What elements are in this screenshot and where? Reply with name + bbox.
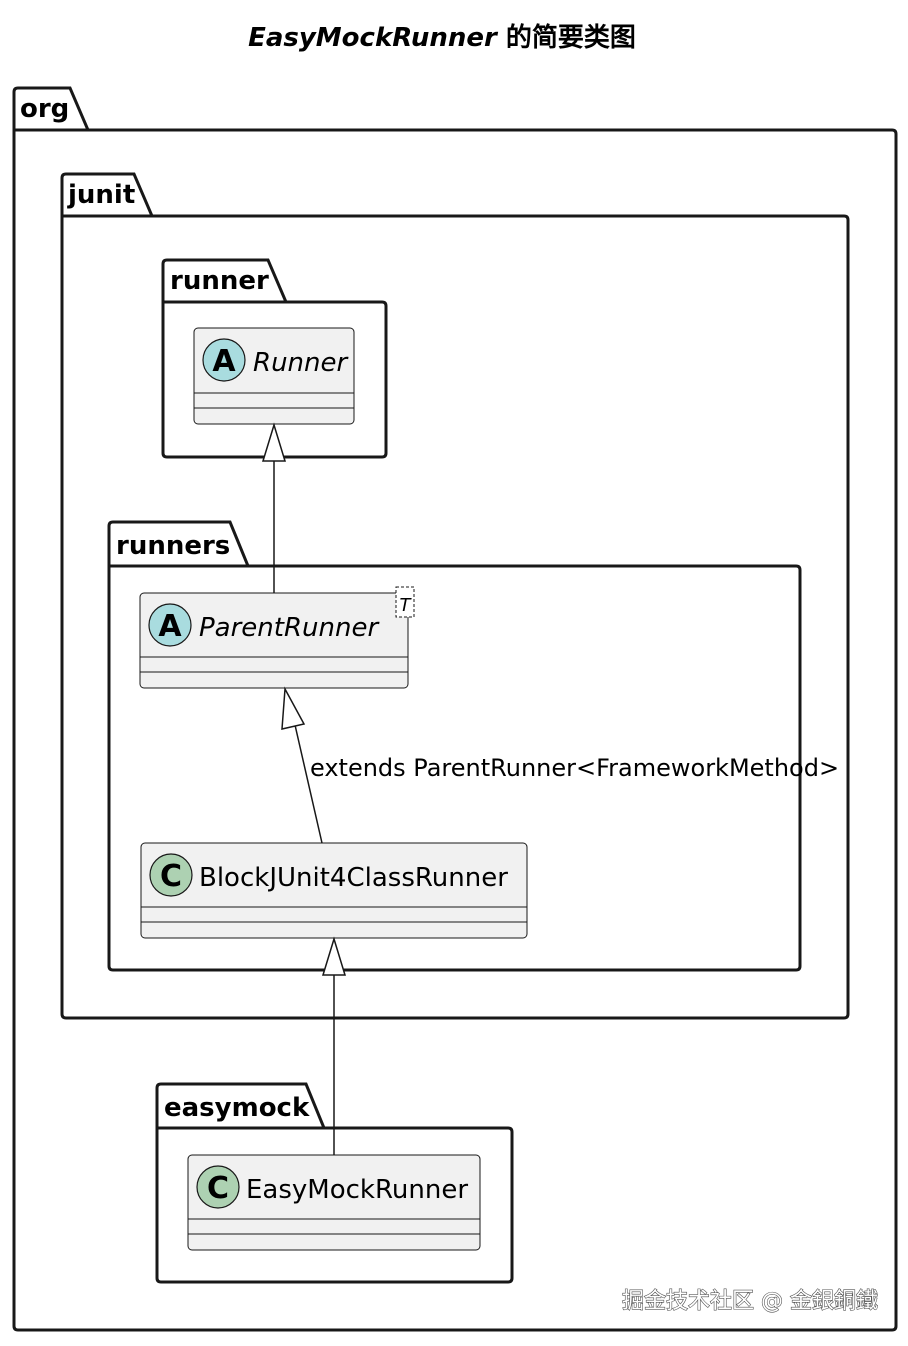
package-runner-label: runner xyxy=(170,266,269,296)
class-easymock-runner[interactable]: C EasyMockRunner xyxy=(187,1154,481,1251)
package-easymock-label: easymock xyxy=(164,1093,310,1123)
abstract-class-icon xyxy=(202,338,246,382)
relation-label-extends: extends ParentRunner<FrameworkMethod> xyxy=(310,754,839,782)
inheritance-arrowhead xyxy=(261,422,287,462)
inheritance-block-runner-to-parent-runner: extends ParentRunner<FrameworkMethod> xyxy=(281,686,839,844)
generic-param-box xyxy=(395,586,415,618)
package-runners-label: runners xyxy=(116,531,230,561)
class-icon xyxy=(149,853,193,897)
class-parent-runner-generic: T xyxy=(400,595,413,616)
class-block-runner-name: BlockJUnit4ClassRunner xyxy=(199,863,508,893)
inheritance-arrowhead xyxy=(281,686,306,730)
diagram-title: EasyMockRunner 的简要类图 xyxy=(248,22,636,53)
inheritance-parent-runner-to-runner xyxy=(261,422,287,593)
class-parent-runner-name: ParentRunner xyxy=(199,613,380,643)
package-org-label: org xyxy=(20,94,69,124)
class-easymock-runner-name: EasyMockRunner xyxy=(246,1175,468,1205)
class-block-runner-stereotype: C xyxy=(160,859,182,894)
inheritance-easymock-runner-to-block-runner xyxy=(321,936,347,1155)
package-junit-label: junit xyxy=(67,180,135,210)
class-parent-runner-stereotype: A xyxy=(158,609,182,644)
inheritance-arrowhead xyxy=(321,936,347,976)
class-easymock-runner-stereotype: C xyxy=(207,1171,229,1206)
class-runner-name: Runner xyxy=(253,348,349,378)
class-parent-runner[interactable]: A ParentRunner T xyxy=(139,586,415,689)
class-block-junit4-class-runner[interactable]: C BlockJUnit4ClassRunner xyxy=(140,842,528,939)
abstract-class-icon xyxy=(148,603,192,647)
class-runner-stereotype: A xyxy=(212,344,236,379)
class-runner[interactable]: A Runner xyxy=(193,327,355,425)
class-icon xyxy=(196,1165,240,1209)
watermark: 掘金技术社区 @ 金銀銅鐵 xyxy=(622,1289,878,1314)
